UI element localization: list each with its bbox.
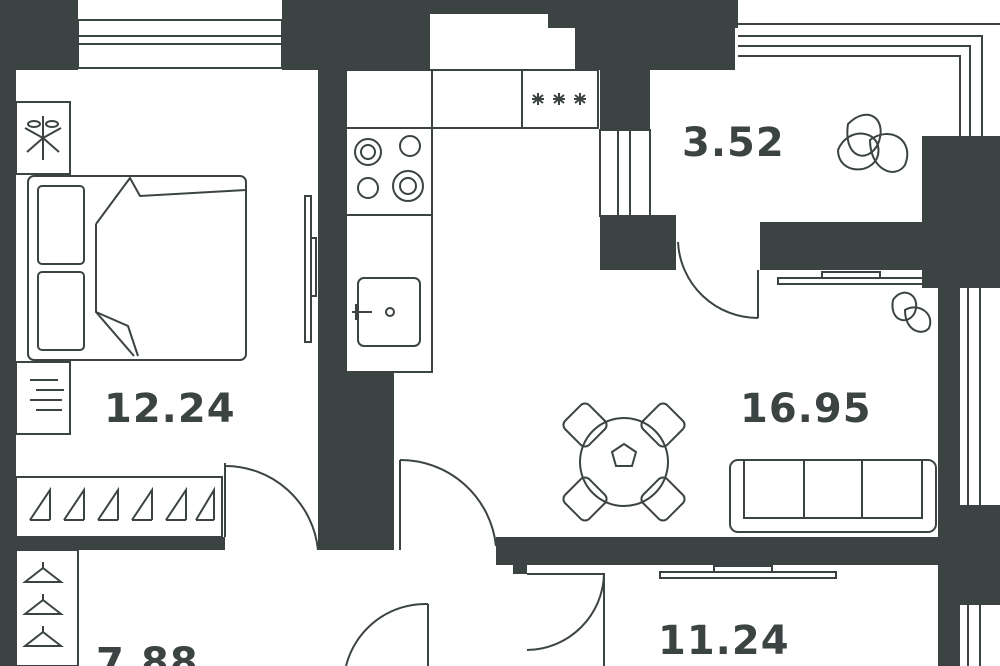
hanger-icon — [22, 562, 64, 647]
fixtures — [15, 19, 1000, 666]
sink-icon — [352, 277, 421, 347]
plant-icon — [836, 113, 909, 173]
living-kitchen-area-label: 16.95 — [740, 386, 872, 432]
appliance-icon — [532, 93, 586, 105]
bedroom-two-area-label: 11.24 — [658, 618, 790, 664]
books-icon — [30, 379, 64, 411]
hanger-icon — [29, 486, 215, 521]
hall-area-label: 7.88 — [96, 640, 199, 666]
plant-icon — [891, 291, 932, 333]
plant-icon — [24, 116, 62, 160]
bed-icon — [27, 175, 247, 361]
dining-table-icon — [562, 402, 686, 522]
balcony-area-label: 3.52 — [682, 120, 785, 166]
bedroom-area-label: 12.24 — [104, 386, 236, 432]
cooktop-icon — [354, 135, 424, 202]
sofa-icon — [729, 459, 937, 533]
